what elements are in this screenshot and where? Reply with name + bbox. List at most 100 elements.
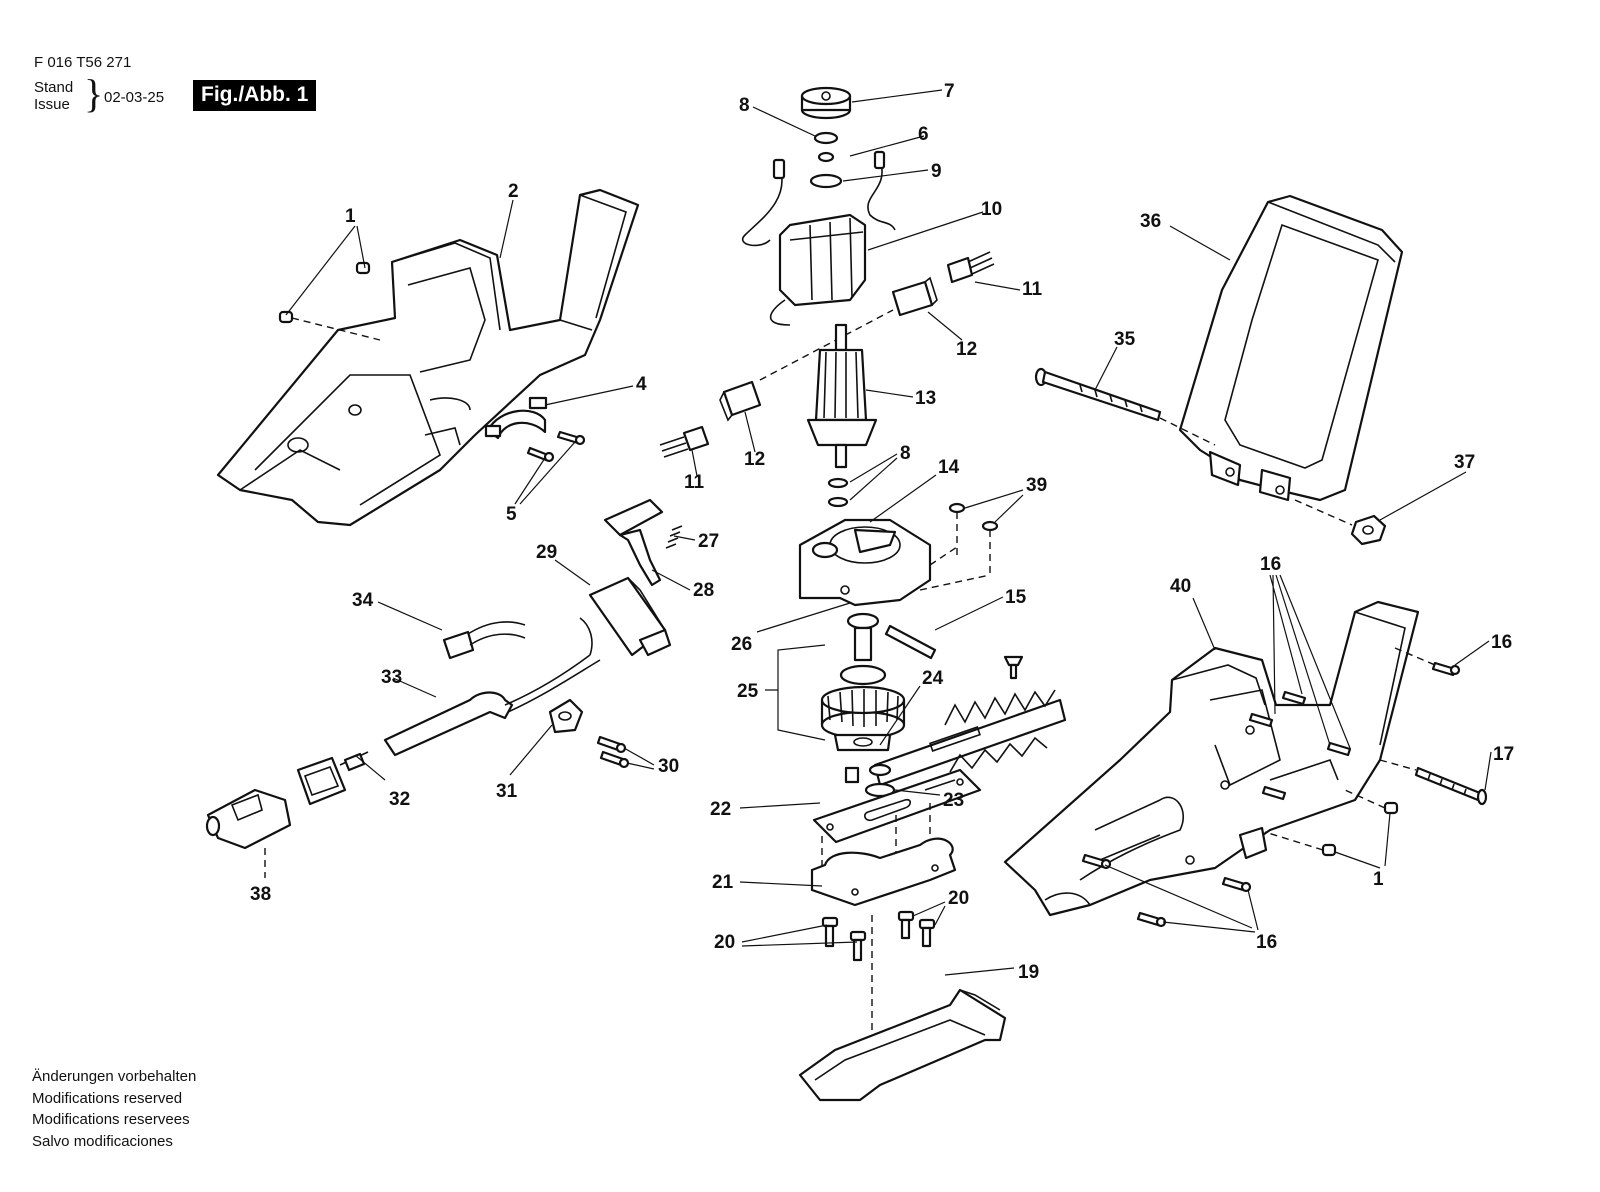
notice-line-en: Modifications reserved xyxy=(32,1089,183,1107)
washer-39-a xyxy=(948,502,966,514)
left-housing-drawing xyxy=(216,188,640,527)
callout-21: 21 xyxy=(712,872,734,893)
callout-9: 9 xyxy=(931,161,942,182)
bearing-6 xyxy=(817,151,835,163)
switch-lever-28 xyxy=(603,498,664,587)
callout-8: 8 xyxy=(900,443,911,464)
screw-1-left xyxy=(278,261,381,341)
gear-assembly-25 xyxy=(820,664,906,752)
brace-glyph: } xyxy=(84,71,104,116)
screws-30 xyxy=(596,735,630,769)
carbon-brush-11-left xyxy=(659,425,710,458)
leader-lines xyxy=(285,89,1492,976)
screw-1-right xyxy=(1264,789,1399,857)
callout-20: 20 xyxy=(948,888,969,909)
callout-39: 39 xyxy=(1026,475,1047,496)
gear-pin-26 xyxy=(846,612,880,662)
document-code: F 016 T56 271 xyxy=(34,54,132,71)
callout-10: 10 xyxy=(981,199,1002,220)
callout-31: 31 xyxy=(496,781,518,802)
callout-16: 16 xyxy=(1256,932,1277,953)
callout-5: 5 xyxy=(506,504,517,525)
callout-1: 1 xyxy=(1373,869,1384,890)
callout-33: 33 xyxy=(381,667,402,688)
callout-16: 16 xyxy=(1491,632,1512,653)
modifications-notice: Änderungen vorbehalten Modifications res… xyxy=(32,1066,196,1152)
blade-cover-19 xyxy=(798,988,1007,1102)
coupler-38 xyxy=(205,788,292,878)
callout-25: 25 xyxy=(737,681,759,702)
callout-7: 7 xyxy=(944,81,955,102)
callout-11: 11 xyxy=(684,472,705,493)
callout-20: 20 xyxy=(714,932,735,953)
right-housing-drawing xyxy=(1003,600,1420,917)
callout-11: 11 xyxy=(1022,279,1043,300)
screws-16 xyxy=(1081,647,1461,928)
callout-1: 1 xyxy=(345,206,356,227)
callout-19: 19 xyxy=(1018,962,1039,983)
callout-labels: 1 1 1 2 4 5 6 7 8 8 9 10 11 11 12 12 13 … xyxy=(250,81,1514,983)
callout-14: 14 xyxy=(938,457,960,478)
guide-plate-22 xyxy=(812,768,982,844)
callout-37: 37 xyxy=(1454,452,1475,473)
notice-line-fr: Modifications reservees xyxy=(32,1111,190,1128)
callout-32: 32 xyxy=(389,789,410,810)
brush-holder-12-left xyxy=(719,380,762,422)
armature-13 xyxy=(806,323,878,469)
gear-housing-14 xyxy=(798,518,961,607)
callout-4: 4 xyxy=(636,374,647,395)
motor-cap-7 xyxy=(800,86,852,120)
callout-8: 8 xyxy=(739,95,750,116)
callout-2: 2 xyxy=(508,181,519,202)
cable-sleeve-34 xyxy=(442,621,526,660)
screws-5 xyxy=(526,430,586,463)
cable-clamp-4 xyxy=(484,396,548,440)
callout-35: 35 xyxy=(1114,329,1136,350)
callout-6: 6 xyxy=(918,124,929,145)
callout-13: 13 xyxy=(915,388,936,409)
washer-39-b xyxy=(981,520,999,532)
notice-line-de: Änderungen vorbehalten xyxy=(32,1068,197,1085)
field-stator-10 xyxy=(741,150,896,326)
gasket-21 xyxy=(810,837,957,907)
bolt-35 xyxy=(1034,367,1216,446)
washer-8-lower-a xyxy=(827,477,849,489)
brush-axis-line xyxy=(759,309,894,381)
callout-30: 30 xyxy=(658,756,679,777)
carbon-brush-11-right xyxy=(946,251,995,284)
callout-26: 26 xyxy=(731,634,752,655)
callout-12: 12 xyxy=(956,339,977,360)
strain-relief-31 xyxy=(548,698,584,734)
power-cable-33 xyxy=(383,617,601,757)
figure-label: Fig./Abb. 1 xyxy=(193,80,317,111)
callout-16: 16 xyxy=(1260,554,1281,575)
callout-40: 40 xyxy=(1170,576,1191,597)
plug-connector-32 xyxy=(296,751,369,806)
switch-29 xyxy=(588,576,672,657)
washer-9 xyxy=(809,173,843,189)
washer-8-top xyxy=(813,131,839,145)
notice-line-es: Salvo modificaciones xyxy=(32,1132,173,1150)
issue-date: 02-03-25 xyxy=(104,89,165,106)
cutter-blade-24 xyxy=(873,689,1067,787)
callout-34: 34 xyxy=(352,590,374,611)
washer-39-guides xyxy=(919,512,991,591)
pin-15 xyxy=(884,624,937,660)
callout-38: 38 xyxy=(250,884,271,905)
callout-36: 36 xyxy=(1140,211,1161,232)
bolt-17 xyxy=(1379,759,1488,806)
washer-8-lower-b xyxy=(827,496,849,508)
callout-27: 27 xyxy=(698,531,719,552)
callout-28: 28 xyxy=(693,580,714,601)
nut-37 xyxy=(1294,499,1387,546)
screw-24-small xyxy=(1003,655,1024,680)
spring-27 xyxy=(665,525,683,549)
callout-15: 15 xyxy=(1005,587,1027,608)
stand-label: Stand xyxy=(34,79,74,96)
callout-29: 29 xyxy=(536,542,557,563)
issue-label: Issue xyxy=(34,96,70,113)
front-handle-36 xyxy=(1178,194,1404,502)
stand-issue-label: Stand Issue xyxy=(34,79,73,113)
